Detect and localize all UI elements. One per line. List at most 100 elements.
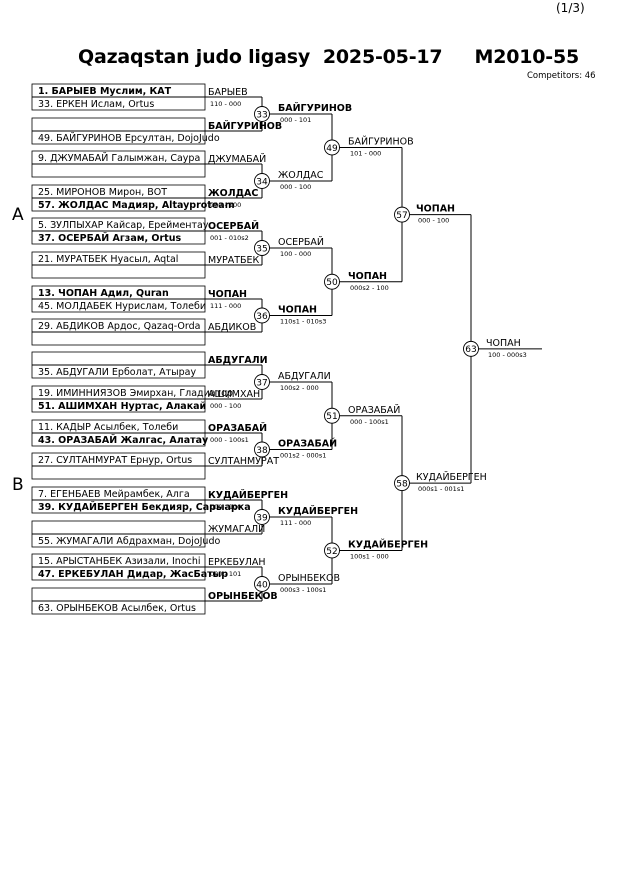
entry-box: [31, 486, 206, 514]
prelim-winner-name: ЧОПАН: [208, 289, 247, 300]
prelim-winner-name: АШИМХАН: [208, 389, 260, 400]
match-number: 52: [326, 547, 337, 557]
round2-score: 000 - 101: [280, 116, 311, 124]
round2-winner-name: ОРЫНБЕКОВ: [278, 573, 340, 584]
competitor-entry: 5. ЗУЛПЫХАР Кайсар, Ерейментау: [38, 220, 209, 231]
round2-winner-name: АБДУГАЛИ: [278, 371, 331, 382]
match-number: 36: [256, 312, 268, 322]
match-circle: [254, 576, 270, 592]
prelim-score: 000 - 100: [210, 201, 241, 209]
match-number: 34: [256, 177, 268, 187]
entry-box: [31, 150, 206, 178]
competitor-entry: 49. БАЙГУРИНОВ Ерсултан, DojoJudo: [38, 132, 220, 144]
competitor-entry: 27. СУЛТАНМУРАТ Ернур, Ortus: [38, 455, 192, 466]
match-circle: [254, 240, 270, 256]
bracket-lines: [32, 96, 542, 602]
round3-score: 101 - 000: [350, 150, 381, 158]
match-circle: [463, 340, 479, 357]
prelim-winner-name: АБДИКОВ: [208, 322, 256, 333]
entry-box: [31, 251, 206, 279]
match-circle: [394, 475, 410, 492]
prelim-winner-name: БАРЫЕВ: [208, 87, 248, 98]
round4-score: 000 - 100: [418, 217, 449, 225]
match-number: 63: [465, 345, 476, 355]
match-number: 35: [256, 244, 267, 254]
page-number: (1/3): [556, 1, 585, 15]
entry-box: [31, 217, 206, 245]
round2-score: 100 - 000: [280, 250, 311, 258]
prelim-winner-name: ЕРКЕБУЛАН: [208, 557, 266, 568]
prelim-score: 000 - 101: [210, 570, 241, 578]
competitor-entry: 25. МИРОНОВ Мирон, ВОТ: [38, 187, 167, 198]
match-number: 57: [396, 211, 407, 221]
match-circle: [254, 173, 270, 189]
entry-box: [31, 419, 206, 447]
prelim-winner-name: ЖОЛДАС: [208, 188, 258, 199]
round3-score: 100s1 - 000: [350, 553, 389, 561]
competitor-entry: 9. ДЖУМАБАЙ Галымжан, Саура: [38, 152, 200, 164]
competitor-entry: 47. ЕРКЕБУЛАН Дидар, ЖасБатыр: [38, 569, 228, 580]
round3-winner-name: ЧОПАН: [348, 271, 387, 282]
competitor-entry: 57. ЖОЛДАС Мадияр, Altayproteam: [38, 200, 235, 211]
round3-score: 000 - 100s1: [350, 418, 389, 426]
match-circle: [324, 542, 340, 559]
competitor-entry: 19. ИМИННИЯЗОВ Эмирхан, Гладиатор: [38, 388, 233, 399]
competitor-entry: 37. ОСЕРБАЙ Агзам, Ortus: [38, 232, 181, 244]
prelim-winner-name: СУЛТАНМУРАТ: [208, 456, 279, 467]
round2-winner-name: БАЙГУРИНОВ: [278, 102, 352, 114]
match-number: 33: [256, 110, 267, 120]
entry-box: [31, 587, 206, 615]
entry-box: [31, 83, 206, 111]
prelim-winner-name: АБДУГАЛИ: [208, 355, 268, 366]
prelim-winner-name: МУРАТБЕК: [208, 255, 260, 266]
round2-winner-name: ЖОЛДАС: [278, 170, 324, 181]
entry-box: [31, 117, 206, 145]
entry-box: [31, 452, 206, 480]
match-circle: [254, 441, 270, 458]
competitor-entry: 51. АШИМХАН Нуртас, Алакай: [38, 401, 206, 412]
match-number: 58: [396, 479, 408, 489]
prelim-winner-name: ДЖУМАБАЙ: [208, 153, 266, 165]
pool-label-a: A: [12, 205, 24, 225]
round3-winner-name: БАЙГУРИНОВ: [348, 136, 414, 148]
match-number: 40: [256, 580, 268, 590]
entry-box: [31, 318, 206, 346]
round2-score: 110s1 - 010s3: [280, 318, 326, 326]
competitor-entry: 1. БАРЫЕВ Муслим, КАТ: [38, 86, 172, 97]
round2-winner-name: КУДАЙБЕРГЕН: [278, 505, 358, 517]
match-number: 39: [256, 513, 268, 523]
prelim-winner-name: КУДАЙБЕРГЕН: [208, 489, 288, 501]
competitors-count: Competitors: 46: [527, 71, 596, 81]
match-number: 38: [256, 446, 268, 456]
prelim-score: 000 - 100: [210, 402, 241, 410]
competitor-entry: 29. АБДИКОВ Ардос, Qazaq-Orda: [38, 321, 201, 332]
round2-score: 000 - 100: [280, 183, 311, 191]
competitor-entry: 15. АРЫСТАНБЕК Азизали, Inochi: [38, 556, 201, 567]
entry-box: [31, 553, 206, 581]
prelim-winner-name: ОРЫНБЕКОВ: [208, 591, 278, 602]
round2-winner-name: ОСЕРБАЙ: [278, 236, 324, 248]
prelim-winner-name: БАЙГУРИНОВ: [208, 120, 282, 132]
competitor-entry: 55. ЖУМАГАЛИ Абдрахман, DojoJudo: [38, 536, 220, 547]
round2-winner-name: ЧОПАН: [278, 305, 317, 316]
page-title: Qazaqstan judo ligasy 2025-05-17 M2010-5…: [78, 46, 580, 68]
round2-score: 001s2 - 000s1: [280, 452, 326, 460]
entry-box: [31, 184, 206, 212]
round4-score: 000s1 - 001s1: [418, 485, 464, 493]
prelim-winner-name: ЖУМАГАЛИ: [208, 524, 265, 535]
round4-winner-name: КУДАЙБЕРГЕН: [416, 471, 487, 483]
match-circle: [324, 407, 340, 424]
round3-winner-name: ОРАЗАБАЙ: [348, 404, 400, 416]
competitor-entry: 45. МОЛДАБЕК Нурислам, Толеби: [38, 301, 206, 312]
competitor-entry: 63. ОРЫНБЕКОВ Асылбек, Ortus: [38, 603, 196, 614]
competitor-entry: 11. КАДЫР Асылбек, Толеби: [38, 422, 178, 433]
prelim-score: 001 - 010s2: [210, 234, 249, 242]
round2-winner-name: ОРАЗАБАЙ: [278, 438, 337, 450]
prelim-score: 000 - 100: [210, 503, 241, 511]
competitor-entry: 7. ЕГЕНБАЕВ Мейрамбек, Алга: [38, 489, 190, 500]
match-number: 37: [256, 378, 267, 388]
match-circle: [394, 206, 410, 223]
